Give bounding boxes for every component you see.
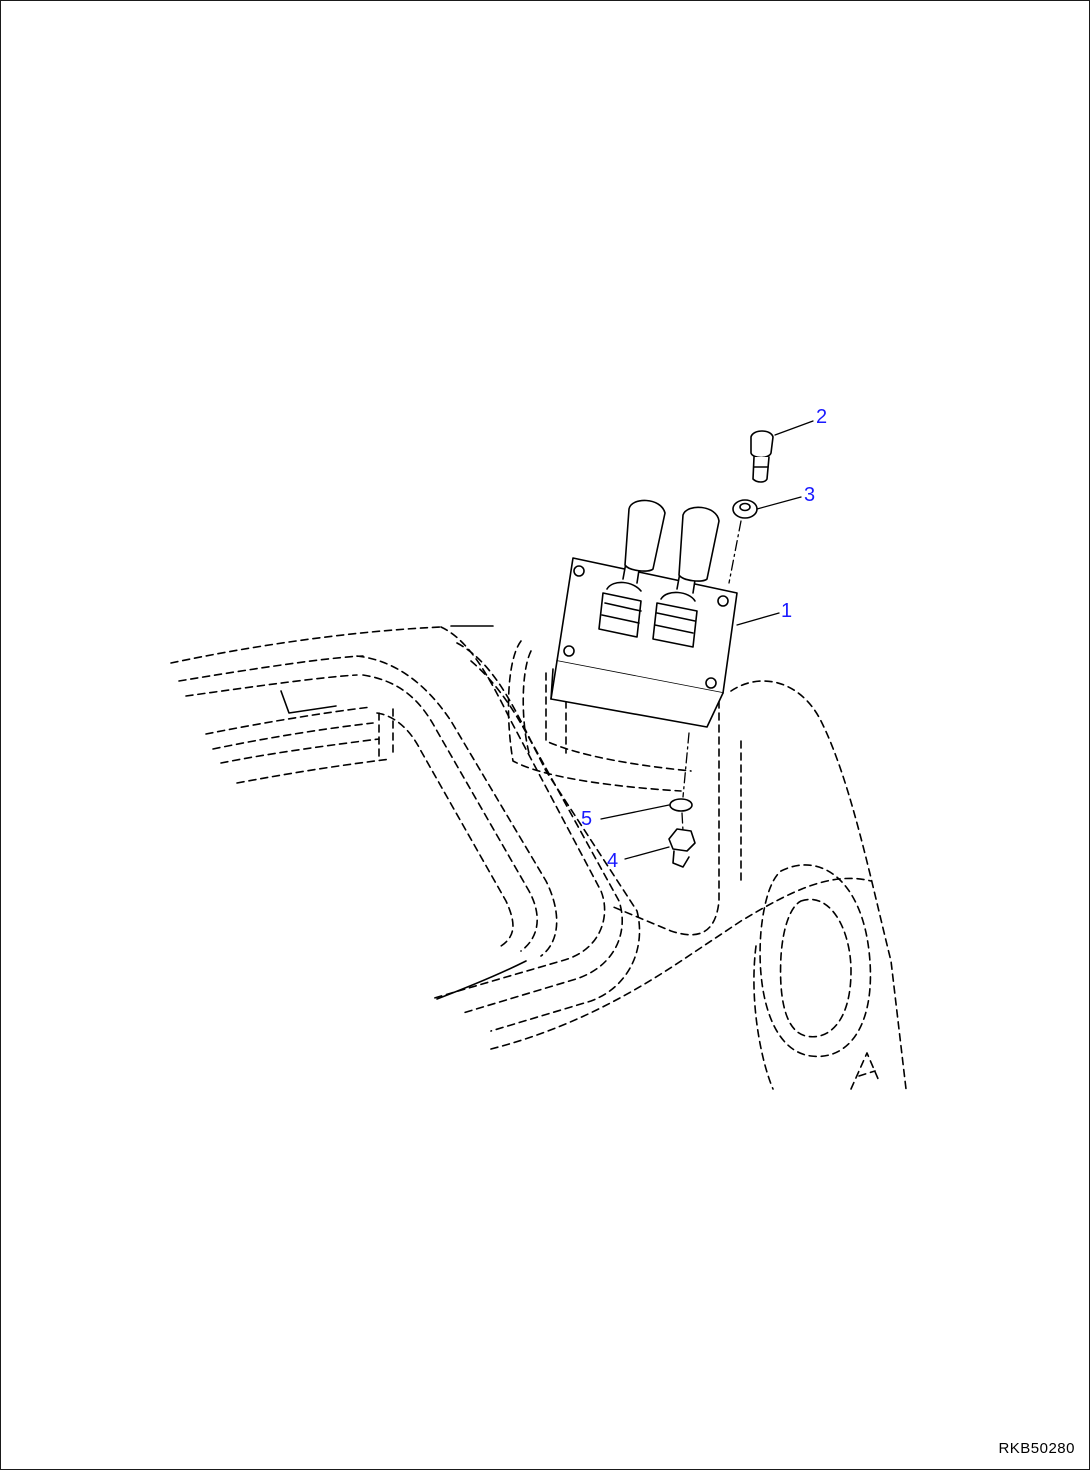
callout-3: 3 [804, 484, 816, 506]
bolt-part-2 [750, 430, 774, 483]
callout-5: 5 [581, 808, 593, 830]
callout-2: 2 [816, 406, 828, 428]
nut-part-4 [668, 828, 696, 868]
assembly-guide-lines [681, 520, 742, 832]
leader-lines [600, 420, 814, 860]
drawing-reference-code: RKB50280 [998, 1440, 1075, 1457]
console-edge-lines [280, 625, 527, 1000]
callout-4: 4 [607, 850, 619, 872]
lever-unit-part-1 [550, 499, 738, 728]
callout-1: 1 [781, 600, 793, 622]
washer-part-3 [732, 499, 758, 519]
o-ring-part-5 [669, 798, 693, 812]
cab-console-outline [170, 626, 907, 1090]
